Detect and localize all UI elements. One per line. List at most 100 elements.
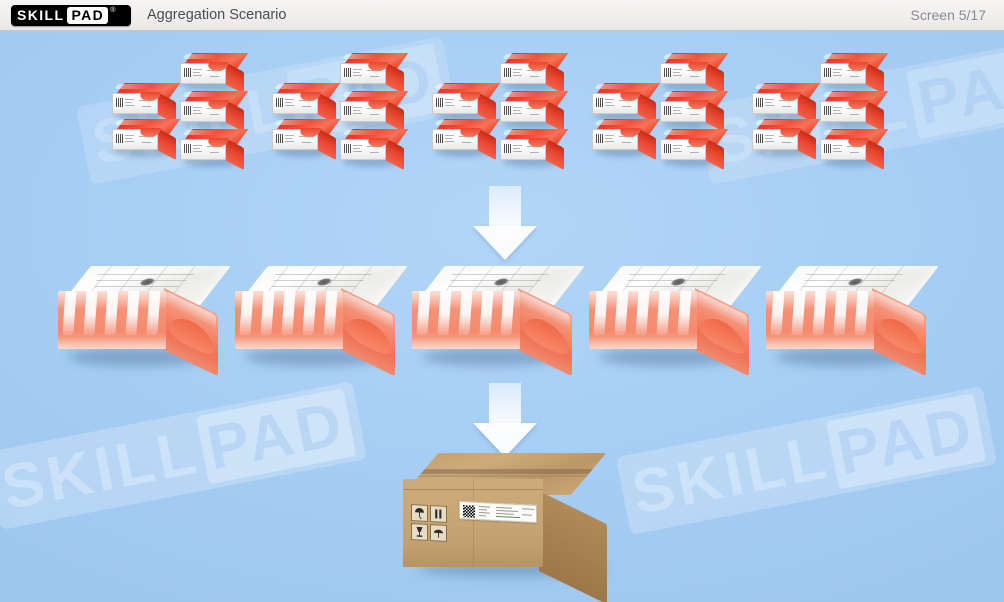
saleable-unit-carton bbox=[432, 119, 501, 161]
shrink-wrapped-bundle bbox=[766, 266, 939, 377]
skillpad-logo: SKILL PAD ® bbox=[11, 4, 131, 26]
bundle-wrap-highlight bbox=[766, 291, 874, 309]
saleable-unit-carton bbox=[500, 129, 569, 171]
this-way-up-symbol bbox=[430, 505, 447, 523]
shipper-tape-edge bbox=[418, 475, 588, 477]
keep-dry-umbrella-symbol bbox=[411, 504, 428, 522]
logo-pad-badge: PAD bbox=[67, 6, 109, 24]
carton-barcode-icon bbox=[756, 134, 763, 143]
carton-highlight bbox=[274, 120, 312, 125]
saleable-unit-carton bbox=[660, 53, 729, 95]
saleable-unit-carton bbox=[180, 91, 249, 133]
shrink-wrapped-bundle bbox=[589, 266, 762, 377]
carton-shadow bbox=[183, 80, 241, 91]
shrink-wrapped-bundle bbox=[412, 266, 585, 377]
carton-shadow bbox=[435, 110, 493, 121]
background-watermark: SKILLPAD bbox=[615, 386, 998, 535]
carton-highlight bbox=[822, 130, 860, 135]
carton-highlight bbox=[754, 84, 792, 89]
carton-shadow bbox=[755, 146, 813, 157]
carton-shadow bbox=[183, 156, 241, 167]
carton-shadow bbox=[663, 156, 721, 167]
bundle-front-face bbox=[589, 291, 697, 349]
carton-barcode-icon bbox=[824, 68, 831, 77]
carton-barcode-icon bbox=[436, 98, 443, 107]
carton-barcode-icon bbox=[276, 134, 283, 143]
background-watermark: SKILLPAD bbox=[0, 381, 368, 530]
diagram-stage: SKILLPAD SKILLPAD SKILLPAD SKILLPAD bbox=[0, 31, 1004, 602]
page-title: Aggregation Scenario bbox=[147, 7, 287, 23]
slide-header: SKILL PAD ® Aggregation Scenario Screen … bbox=[0, 0, 1004, 31]
carton-highlight bbox=[662, 130, 700, 135]
logo-pad-text: PAD bbox=[71, 7, 105, 23]
bundle-front-face bbox=[235, 291, 343, 349]
carton-highlight bbox=[822, 54, 860, 59]
saleable-unit-carton bbox=[820, 53, 889, 95]
carton-shadow bbox=[755, 110, 813, 121]
carton-highlight bbox=[754, 120, 792, 125]
shipper-flap-line bbox=[403, 489, 543, 490]
carton-highlight bbox=[114, 84, 152, 89]
logo-skill-text: SKILL bbox=[17, 7, 65, 23]
carton-shadow bbox=[595, 146, 653, 157]
bundle-wrap-highlight bbox=[58, 291, 166, 309]
carton-shadow bbox=[595, 110, 653, 121]
shipper-front-face bbox=[403, 479, 543, 567]
carton-barcode-icon bbox=[596, 134, 603, 143]
carton-highlight bbox=[502, 54, 540, 59]
screen-counter: Screen 5/17 bbox=[910, 7, 987, 23]
saleable-unit-carton bbox=[340, 129, 409, 171]
saleable-unit-carton bbox=[592, 83, 661, 125]
carton-highlight bbox=[434, 84, 472, 89]
handling-symbols-group bbox=[411, 504, 447, 542]
carton-shadow bbox=[183, 118, 241, 129]
carton-shadow bbox=[663, 118, 721, 129]
carton-highlight bbox=[182, 92, 220, 97]
carton-barcode-icon bbox=[664, 106, 671, 115]
carton-shadow bbox=[823, 118, 881, 129]
carton-shadow bbox=[503, 156, 561, 167]
saleable-unit-carton bbox=[432, 83, 501, 125]
carton-barcode-icon bbox=[116, 98, 123, 107]
carton-barcode-icon bbox=[504, 144, 511, 153]
carton-shadow bbox=[435, 146, 493, 157]
saleable-unit-carton bbox=[752, 83, 821, 125]
saleable-unit-carton bbox=[660, 91, 729, 133]
carton-shadow bbox=[343, 156, 401, 167]
carton-highlight bbox=[342, 130, 380, 135]
carton-shadow bbox=[343, 118, 401, 129]
saleable-unit-carton bbox=[500, 91, 569, 133]
datamatrix-barcode-icon bbox=[463, 505, 475, 518]
shipper-side-face bbox=[539, 491, 607, 602]
carton-barcode-icon bbox=[664, 144, 671, 153]
carton-barcode-icon bbox=[596, 98, 603, 107]
carton-shadow bbox=[503, 118, 561, 129]
carton-highlight bbox=[502, 92, 540, 97]
carton-highlight bbox=[182, 130, 220, 135]
saleable-unit-carton bbox=[112, 83, 181, 125]
saleable-unit-carton bbox=[180, 53, 249, 95]
saleable-unit-carton bbox=[820, 129, 889, 171]
carton-shadow bbox=[115, 146, 173, 157]
carton-barcode-icon bbox=[276, 98, 283, 107]
arrow-bundles-to-shipper bbox=[473, 383, 537, 457]
bundle-wrap-highlight bbox=[235, 291, 343, 309]
carton-barcode-icon bbox=[504, 106, 511, 115]
saleable-unit-carton bbox=[272, 83, 341, 125]
carton-highlight bbox=[342, 54, 380, 59]
carton-barcode-icon bbox=[184, 68, 191, 77]
carton-highlight bbox=[822, 92, 860, 97]
bundle-front-face bbox=[412, 291, 520, 349]
carton-barcode-icon bbox=[344, 106, 351, 115]
carton-shadow bbox=[275, 110, 333, 121]
carton-barcode-icon bbox=[344, 144, 351, 153]
saleable-unit-carton bbox=[272, 119, 341, 161]
carton-shadow bbox=[343, 80, 401, 91]
carton-shadow bbox=[823, 156, 881, 167]
carton-barcode-icon bbox=[824, 106, 831, 115]
carton-shadow bbox=[663, 80, 721, 91]
carton-barcode-icon bbox=[824, 144, 831, 153]
carton-highlight bbox=[662, 92, 700, 97]
arrow-units-to-bundles bbox=[473, 186, 537, 260]
